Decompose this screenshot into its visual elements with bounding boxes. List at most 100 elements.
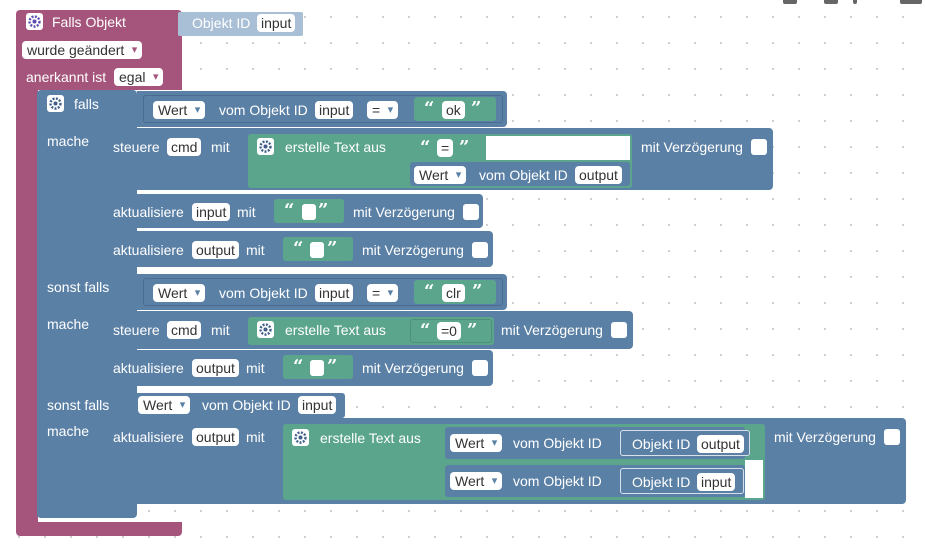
create-text-gear-icon-2[interactable]: [257, 321, 274, 338]
empty-text-field-3[interactable]: [310, 360, 324, 376]
text-eq0-field[interactable]: =0: [437, 322, 461, 340]
ack-label: anerkannt ist: [26, 69, 107, 85]
quote-open-ok: “: [424, 98, 435, 119]
update-label-3: aktualisiere: [113, 360, 184, 376]
trigger-gear-icon[interactable]: [26, 13, 43, 30]
cond-3-object-field[interactable]: input: [298, 396, 337, 414]
create-text-label-2: erstelle Text aus: [285, 322, 386, 338]
create-text-gear-icon-3[interactable]: [292, 429, 309, 446]
update-2-target-field[interactable]: output: [192, 241, 239, 259]
control-label-2: steuere: [113, 322, 160, 338]
delay-label-1: mit Verzögerung: [641, 139, 743, 155]
text-clr-field[interactable]: clr: [442, 284, 465, 302]
with-label-6: mit: [246, 429, 265, 445]
toolbar-icon-3[interactable]: [853, 0, 857, 4]
quote-open-e2: “: [293, 238, 304, 259]
delay-label-6: mit Verzögerung: [774, 429, 876, 445]
with-label-2: mit: [237, 204, 256, 220]
delay-checkbox-4[interactable]: [611, 322, 627, 338]
update-4-target-field[interactable]: output: [192, 428, 239, 446]
object-id-label-2: Objekt ID: [632, 474, 691, 490]
create-text-label-1: erstelle Text aus: [285, 139, 386, 155]
delay-label-4: mit Verzögerung: [501, 322, 603, 338]
from-object-label-4: vom Objekt ID: [202, 397, 291, 413]
object-id-label-1: Objekt ID: [632, 436, 691, 452]
delay-checkbox-2[interactable]: [463, 204, 479, 220]
value-dropdown-3[interactable]: Wert: [153, 284, 206, 302]
changed-dropdown[interactable]: wurde geändert: [22, 41, 143, 59]
trigger-block-bottom: [16, 522, 182, 536]
text-ok-field[interactable]: ok: [442, 101, 465, 119]
quote-open-e3: “: [293, 356, 304, 377]
quote-close-clr: ”: [472, 281, 483, 302]
toolbar-icon-1[interactable]: [783, 0, 797, 4]
update-1-target-field[interactable]: input: [192, 203, 231, 221]
with-label-4: mit: [211, 322, 230, 338]
create-text-label-3: erstelle Text aus: [320, 430, 421, 446]
from-object-label-5: vom Objekt ID: [513, 435, 602, 451]
empty-text-field-1[interactable]: [302, 204, 316, 220]
else-if-label-2: sonst falls: [47, 397, 110, 413]
delay-checkbox-1[interactable]: [751, 139, 767, 155]
update-3-target-field[interactable]: output: [192, 359, 239, 377]
quote-open-e1: “: [284, 200, 295, 221]
delay-checkbox-5[interactable]: [472, 360, 488, 376]
quote-close-e1: ”: [318, 200, 329, 221]
update-label-2: aktualisiere: [113, 242, 184, 258]
with-label-5: mit: [246, 360, 265, 376]
toolbar-icon-2[interactable]: [824, 0, 838, 4]
from-object-label-3: vom Objekt ID: [219, 285, 308, 301]
do-label-2: mache: [47, 316, 90, 332]
quote-open-eq: “: [420, 137, 431, 158]
value-dropdown-1[interactable]: Wert: [153, 101, 206, 119]
text-eq-field[interactable]: =: [437, 139, 454, 157]
do-label-1: mache: [47, 133, 90, 149]
quote-close-e3: ”: [327, 356, 338, 377]
if-label: falls: [74, 96, 99, 112]
trigger-block-spine: [16, 88, 38, 528]
quote-close-eq0: ”: [467, 320, 478, 341]
do-label-3: mache: [47, 423, 90, 439]
delay-checkbox-6[interactable]: [884, 429, 900, 445]
equals-dropdown-2[interactable]: =: [367, 284, 399, 302]
control-label-1: steuere: [113, 139, 160, 155]
value-dropdown-5[interactable]: Wert: [450, 434, 503, 452]
quote-open-eq0: “: [420, 320, 431, 341]
text-obj1-field[interactable]: output: [697, 435, 744, 453]
create-text-slot-3: [745, 460, 763, 498]
trigger-title: Falls Objekt: [52, 14, 126, 30]
cond-1-object-field[interactable]: input: [315, 101, 354, 119]
from-object-label-6: vom Objekt ID: [513, 473, 602, 489]
with-label-1: mit: [211, 139, 230, 155]
equals-dropdown-1[interactable]: =: [367, 101, 399, 119]
value-dropdown-2[interactable]: Wert: [414, 166, 467, 184]
with-label-3: mit: [246, 242, 265, 258]
create-text-gear-icon-1[interactable]: [257, 138, 274, 155]
quote-close-eq: ”: [459, 137, 470, 158]
from-object-label-1: vom Objekt ID: [219, 102, 308, 118]
trigger-object-label: Objekt ID: [192, 15, 251, 31]
value-dropdown-6[interactable]: Wert: [450, 472, 503, 490]
update-label-1: aktualisiere: [113, 204, 184, 220]
control-target-1[interactable]: cmd: [167, 138, 202, 156]
delay-checkbox-3[interactable]: [472, 242, 488, 258]
trigger-object-field[interactable]: input: [257, 14, 296, 32]
toolbar-icon-4[interactable]: [900, 0, 922, 4]
if-gear-icon[interactable]: [47, 95, 64, 112]
text-part2-object-field[interactable]: output: [575, 166, 622, 184]
delay-label-3: mit Verzögerung: [362, 242, 464, 258]
from-object-label-2: vom Objekt ID: [479, 167, 568, 183]
control-target-2[interactable]: cmd: [167, 321, 202, 339]
delay-label-2: mit Verzögerung: [353, 204, 455, 220]
text-obj2-field[interactable]: input: [697, 473, 736, 491]
quote-close-e2: ”: [327, 238, 338, 259]
value-dropdown-4[interactable]: Wert: [138, 396, 191, 414]
update-label-4: aktualisiere: [113, 429, 184, 445]
empty-text-field-2[interactable]: [310, 242, 324, 258]
cond-2-object-field[interactable]: input: [315, 284, 354, 302]
else-if-label-1: sonst falls: [47, 279, 110, 295]
quote-close-ok: ”: [471, 98, 482, 119]
create-text-slot-1: [486, 136, 630, 160]
quote-open-clr: “: [424, 281, 435, 302]
ack-dropdown[interactable]: egal: [114, 68, 164, 86]
